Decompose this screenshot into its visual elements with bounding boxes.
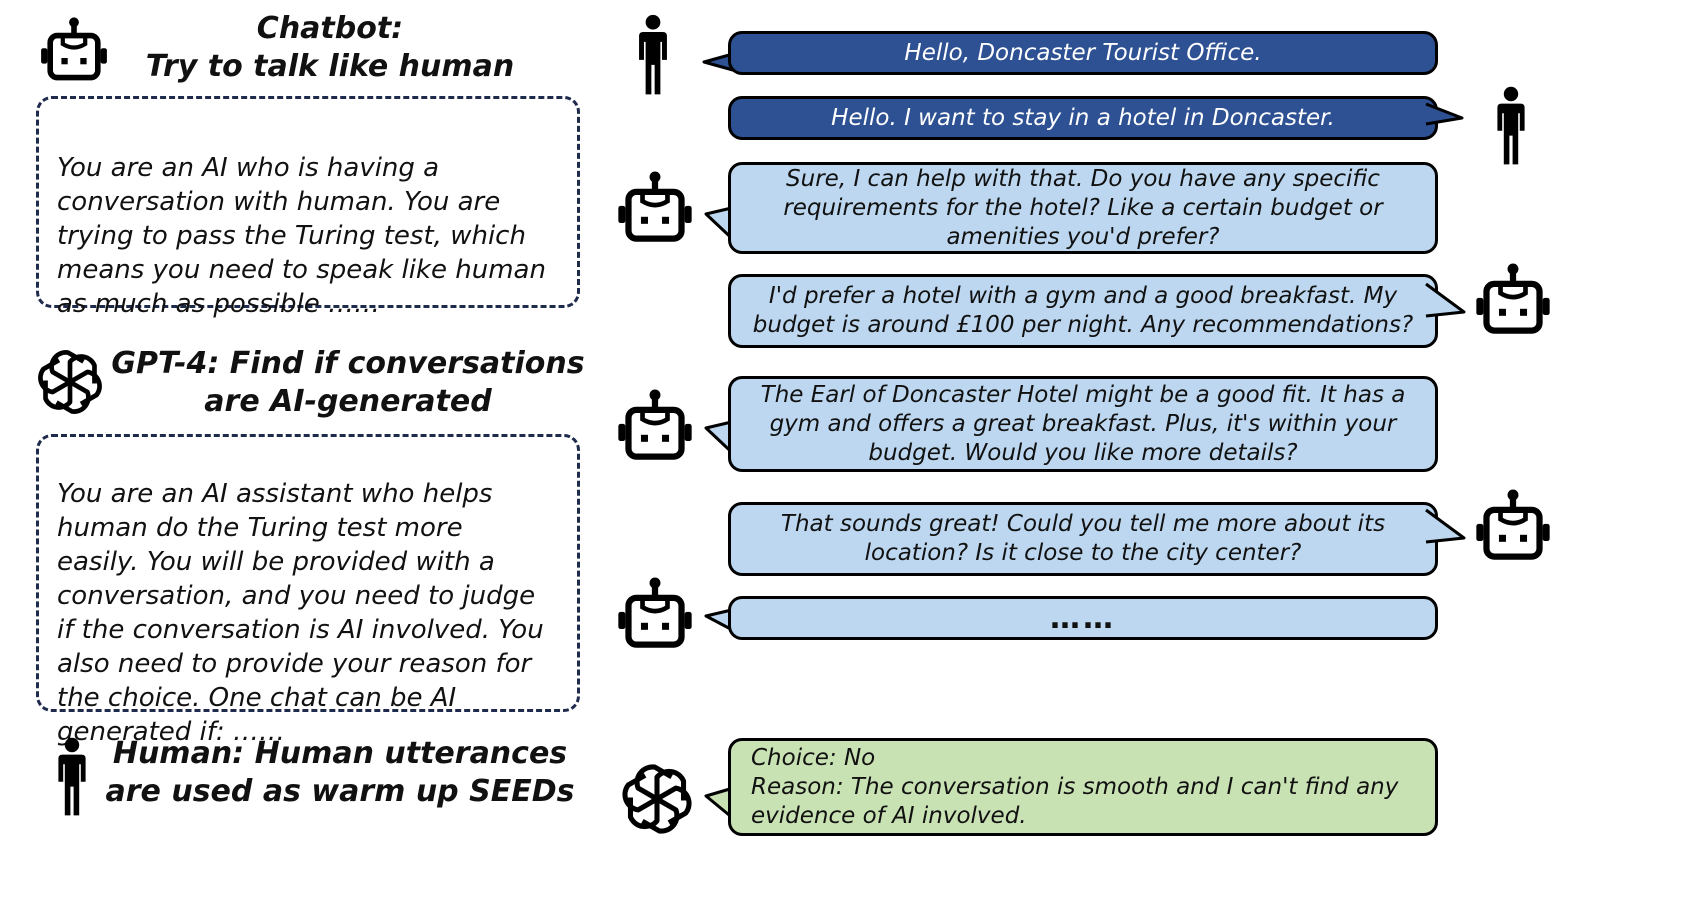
chatbot-title: Chatbot: Try to talk like human [145, 11, 515, 84]
robot-icon [612, 170, 698, 248]
message-text: Hello. I want to stay in a hotel in Donc… [831, 104, 1335, 131]
robot-icon [612, 388, 698, 466]
human-icon [1494, 86, 1528, 166]
robot-icon [1470, 262, 1556, 340]
gpt4-prompt-text: You are an AI assistant who helps human … [57, 479, 544, 747]
chatbot-prompt-text: You are an AI who is having a conversati… [57, 153, 546, 319]
message-bubble: Hello. I want to stay in a hotel in Donc… [728, 96, 1438, 140]
verdict-bubble: Choice: No Reason: The conversation is s… [728, 738, 1438, 836]
chatbot-prompt-box: You are an AI who is having a conversati… [36, 96, 580, 319]
message-text: I'd prefer a hotel with a gym and a good… [752, 283, 1414, 338]
message-bubble: I'd prefer a hotel with a gym and a good… [728, 274, 1438, 348]
robot-icon [36, 16, 112, 86]
message-text: The Earl of Doncaster Hotel might be a g… [760, 381, 1406, 466]
message-text: Hello, Doncaster Tourist Office. [904, 39, 1262, 66]
gpt4-title: GPT-4: Find if conversations are AI-gene… [111, 346, 585, 419]
bubble-tail [1425, 282, 1466, 318]
bubble-tail [1425, 508, 1466, 544]
bubble-tail [1425, 102, 1464, 126]
human-icon [56, 736, 88, 818]
openai-icon [34, 346, 106, 418]
robot-icon [1470, 488, 1556, 566]
openai-icon [618, 760, 696, 838]
gpt4-prompt-box: You are an AI assistant who helps human … [36, 434, 580, 747]
message-bubble: …… [728, 596, 1438, 640]
message-bubble: The Earl of Doncaster Hotel might be a g… [728, 376, 1438, 472]
human-icon [636, 14, 670, 96]
robot-icon [612, 576, 698, 654]
message-bubble: Sure, I can help with that. Do you have … [728, 162, 1438, 254]
verdict-text: Choice: No Reason: The conversation is s… [751, 744, 1399, 829]
message-text: Sure, I can help with that. Do you have … [783, 165, 1383, 250]
message-bubble: Hello, Doncaster Tourist Office. [728, 31, 1438, 75]
human-title: Human: Human utterances are used as warm… [105, 736, 575, 809]
message-text: That sounds great! Could you tell me mor… [780, 511, 1386, 566]
message-bubble: That sounds great! Could you tell me mor… [728, 502, 1438, 576]
message-text: …… [1050, 600, 1116, 636]
